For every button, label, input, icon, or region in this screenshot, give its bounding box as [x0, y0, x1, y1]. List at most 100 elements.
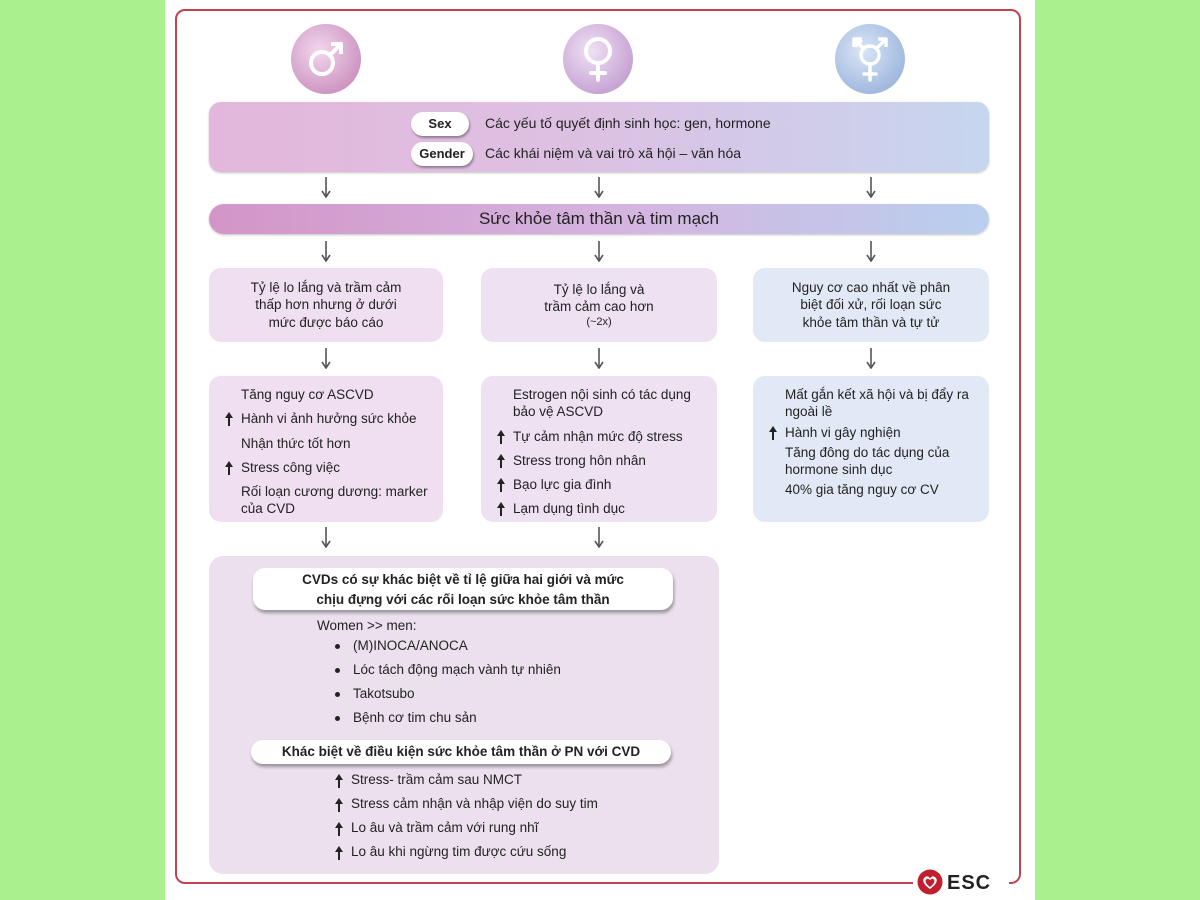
list-item: Bệnh cơ tim chu sản — [331, 710, 691, 725]
factor-row: Mất gắn kết xã hội và bị đẩy ra ngoài lề — [767, 386, 979, 421]
factor-row: Estrogen nội sinh có tác dụng bảo vệ ASC… — [495, 386, 707, 421]
men-prevalence-line: thấp hơn nhưng ở dưới — [255, 297, 397, 313]
factor-text: Bạo lực gia đình — [513, 477, 612, 493]
men-prevalence-line: Tỷ lệ lo lắng và trầm cảm — [250, 280, 402, 296]
difference-text: Lo âu khi ngừng tim được cứu sống — [351, 844, 567, 859]
difference-row: Lo âu khi ngừng tim được cứu sống — [333, 844, 703, 860]
cvd-list: (M)INOCA/ANOCA Lóc tách động mạch vành t… — [331, 638, 691, 725]
outer-frame — [175, 9, 1021, 884]
factor-row: Nhận thức tốt hơn — [223, 435, 433, 452]
difference-text: Lo âu và trầm cảm với rung nhĩ — [351, 820, 539, 835]
factor-row: Tự cảm nhận mức độ stress — [495, 428, 707, 445]
difference-text: Stress- trầm cảm sau NMCT — [351, 772, 523, 787]
mental-health-subtitle: Khác biệt về điều kiện sức khỏe tâm thần… — [251, 740, 671, 764]
factor-text: Hành vi gây nghiện — [785, 424, 901, 440]
sex-label: Sex — [411, 112, 469, 136]
factor-text: 40% gia tăng nguy cơ CV — [785, 482, 939, 498]
women-factors-box: Estrogen nội sinh có tác dụng bảo vệ ASC… — [481, 376, 717, 522]
up-arrow-icon — [497, 478, 505, 493]
difference-row: Stress cảm nhận và nhập viện do suy tim — [333, 796, 703, 812]
factor-text: Hành vi ảnh hưởng sức khỏe — [241, 411, 417, 427]
mental-heart-health-band: Sức khỏe tâm thần và tim mạch — [209, 204, 989, 234]
up-arrow-icon — [497, 502, 505, 517]
female-symbol — [563, 24, 633, 94]
connector-arrow — [866, 348, 876, 369]
factor-text: Tăng đông do tác dụng của hormone sinh d… — [785, 444, 950, 478]
factor-text: Stress công việc — [241, 459, 341, 475]
transgender-prevalence-line: khỏe tâm thần và tự tử — [802, 314, 940, 330]
sex-definition: Các yếu tố quyết định sinh học: gen, hor… — [485, 115, 771, 131]
connector-arrow — [321, 527, 331, 548]
connector-arrow — [321, 241, 331, 262]
up-arrow-icon — [497, 453, 505, 468]
page: Sex Các yếu tố quyết định sinh học: gen,… — [165, 0, 1035, 900]
transgender-prevalence-box: Nguy cơ cao nhất về phân biệt đối xử, rố… — [753, 268, 989, 342]
factor-row: Stress trong hôn nhân — [495, 452, 707, 469]
factor-row: Tăng đông do tác dụng của hormone sinh d… — [767, 444, 979, 479]
up-arrow-icon — [497, 429, 505, 444]
list-item: (M)INOCA/ANOCA — [331, 638, 691, 653]
difference-row: Lo âu và trầm cảm với rung nhĩ — [333, 820, 703, 836]
list-item: Takotsubo — [331, 686, 691, 701]
factor-text: Tự cảm nhận mức độ stress — [513, 428, 683, 444]
factor-text: Estrogen nội sinh có tác dụng bảo vệ ASC… — [513, 387, 691, 420]
male-symbol-icon — [309, 42, 343, 76]
women-prevalence-line: trầm cảm cao hơn — [544, 298, 654, 314]
connector-arrow — [321, 348, 331, 369]
factor-row: Lạm dụng tình dục — [495, 500, 707, 517]
men-prevalence-line: mức được báo cáo — [268, 314, 384, 330]
connector-arrow — [866, 177, 876, 198]
connector-arrow — [866, 241, 876, 262]
transgender-symbol-icon — [852, 37, 888, 82]
cvd-box: CVDs có sự khác biệt về tỉ lệ giữa hai g… — [209, 556, 719, 874]
factor-text: Tăng nguy cơ ASCVD — [241, 387, 374, 402]
cvd-title-callout: CVDs có sự khác biệt về tỉ lệ giữa hai g… — [253, 568, 673, 610]
up-arrow-icon — [335, 846, 343, 860]
factor-text: Nhận thức tốt hơn — [241, 435, 351, 451]
factor-row: Stress công việc — [223, 459, 433, 476]
up-arrow-icon — [769, 425, 777, 440]
difference-row: Stress- trầm cảm sau NMCT — [333, 772, 703, 788]
transgender-factors-box: Mất gắn kết xã hội và bị đẩy ra ngoài lề… — [753, 376, 989, 522]
men-prevalence-box: Tỷ lệ lo lắng và trầm cảm thấp hơn nhưng… — [209, 268, 443, 342]
women-prevalence-line: Tỷ lệ lo lắng và — [553, 281, 645, 297]
men-factors-box: Tăng nguy cơ ASCVD Hành vi ảnh hưởng sức… — [209, 376, 443, 522]
women-prevalence-box: Tỷ lệ lo lắng và trầm cảm cao hơn (~2x) — [481, 268, 717, 342]
connector-arrow — [594, 348, 604, 369]
up-arrow-icon — [225, 412, 233, 427]
connector-arrow — [321, 177, 331, 198]
transgender-symbol — [835, 24, 905, 94]
gender-label: Gender — [411, 142, 473, 166]
factor-text: Mất gắn kết xã hội và bị đẩy ra ngoài lề — [785, 387, 969, 420]
difference-text: Stress cảm nhận và nhập viện do suy tim — [351, 796, 598, 811]
heart-logo-icon — [917, 869, 943, 895]
women-prevalence-line: (~2x) — [586, 316, 612, 329]
sex-gender-band: Sex Các yếu tố quyết định sinh học: gen,… — [209, 102, 989, 172]
up-arrow-icon — [335, 774, 343, 788]
factor-text: Stress trong hôn nhân — [513, 452, 646, 468]
factor-row: Hành vi gây nghiện — [767, 424, 979, 441]
factor-row: Tăng nguy cơ ASCVD — [223, 386, 433, 403]
differences-list: Stress- trầm cảm sau NMCT Stress cảm nhậ… — [333, 772, 703, 860]
up-arrow-icon — [225, 460, 233, 475]
male-symbol — [291, 24, 361, 94]
connector-arrow — [594, 177, 604, 198]
factor-row: Hành vi ảnh hưởng sức khỏe — [223, 410, 433, 427]
transgender-prevalence-line: Nguy cơ cao nhất về phân — [791, 280, 951, 296]
cvd-title-line: chịu đựng với các rối loạn sức khỏe tâm … — [316, 592, 610, 607]
connector-arrow — [594, 241, 604, 262]
factor-row: Bạo lực gia đình — [495, 476, 707, 493]
gender-definition: Các khái niệm và vai trò xã hội – văn hó… — [485, 145, 742, 161]
factor-text: Rối loạn cương dương: marker của CVD — [241, 484, 428, 517]
up-arrow-icon — [335, 798, 343, 812]
connector-arrow — [594, 527, 604, 548]
list-item: Lóc tách động mạch vành tự nhiên — [331, 662, 691, 677]
factor-text: Lạm dụng tình dục — [513, 501, 625, 517]
female-symbol-icon — [584, 37, 612, 82]
cvd-title-line: CVDs có sự khác biệt về tỉ lệ giữa hai g… — [302, 572, 624, 587]
up-arrow-icon — [335, 822, 343, 836]
women-men-intro: Women >> men: — [317, 618, 417, 633]
factor-row: Rối loạn cương dương: marker của CVD — [223, 483, 433, 518]
transgender-prevalence-line: biệt đối xử, rối loạn sức — [800, 297, 942, 313]
esc-logo-text: ESC — [947, 872, 992, 894]
